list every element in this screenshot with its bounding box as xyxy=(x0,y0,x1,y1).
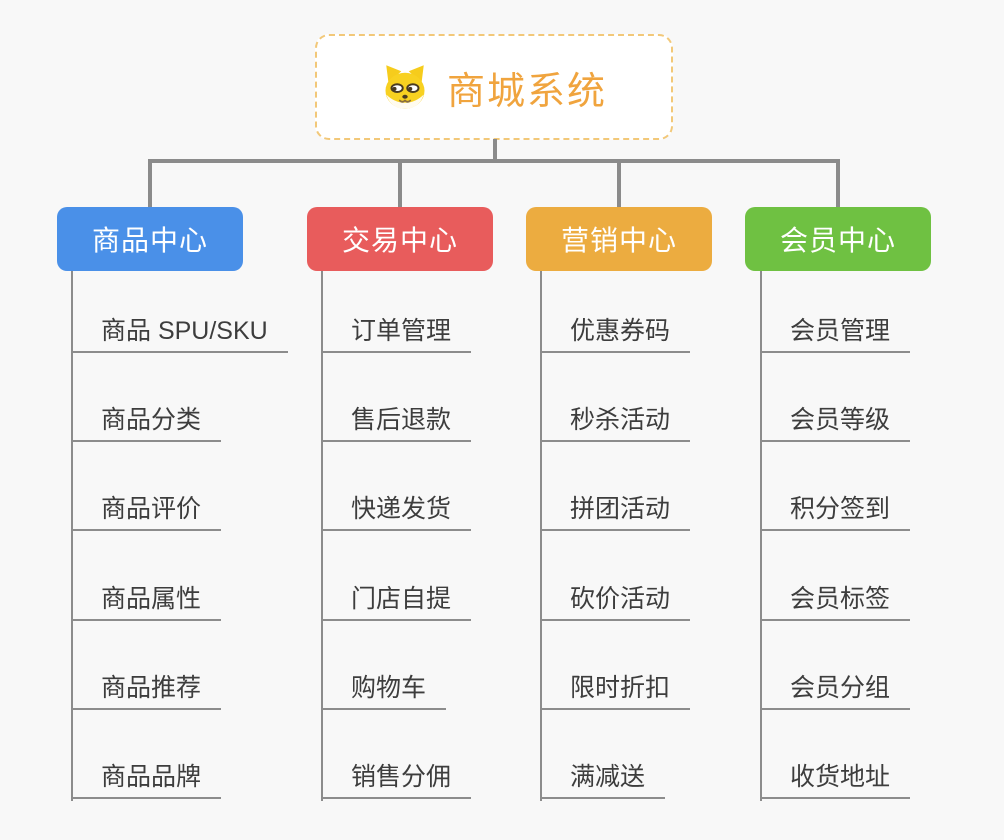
leaf-node[interactable]: 会员管理 xyxy=(760,311,911,353)
leaf-node[interactable]: 会员标签 xyxy=(760,579,911,621)
leaf-node[interactable]: 商品推荐 xyxy=(71,668,222,710)
leaf-node[interactable]: 商品品牌 xyxy=(71,757,222,799)
leaf-node[interactable]: 收货地址 xyxy=(760,757,911,799)
connector-drop-marketing xyxy=(617,159,621,208)
leaf-node[interactable]: 订单管理 xyxy=(321,311,472,353)
branch-node-member-center[interactable]: 会员中心 xyxy=(745,207,931,271)
branch-node-marketing-center[interactable]: 营销中心 xyxy=(526,207,712,271)
leaf-node[interactable]: 购物车 xyxy=(321,668,447,710)
connector-trunk-marketing xyxy=(540,271,542,801)
connector-root-trunk xyxy=(493,139,497,163)
leaf-node[interactable]: 售后退款 xyxy=(321,400,472,442)
leaf-node[interactable]: 拼团活动 xyxy=(540,489,691,531)
leaf-node[interactable]: 秒杀活动 xyxy=(540,400,691,442)
leaf-node[interactable]: 会员分组 xyxy=(760,668,911,710)
leaf-node[interactable]: 满减送 xyxy=(540,757,666,799)
leaf-node[interactable]: 会员等级 xyxy=(760,400,911,442)
root-node-label: 商城系统 xyxy=(446,70,607,113)
leaf-node[interactable]: 优惠券码 xyxy=(540,311,691,353)
leaf-node[interactable]: 商品分类 xyxy=(71,400,222,442)
leaf-node[interactable]: 快递发货 xyxy=(321,489,472,531)
connector-trunk-product xyxy=(71,271,73,801)
leaf-node[interactable]: 门店自提 xyxy=(321,579,472,621)
connector-trunk-trade xyxy=(321,271,323,801)
connector-bus xyxy=(148,159,840,163)
leaf-node[interactable]: 积分签到 xyxy=(760,489,911,531)
branch-node-trade-center[interactable]: 交易中心 xyxy=(307,207,493,271)
leaf-node[interactable]: 销售分佣 xyxy=(321,757,472,799)
connector-drop-trade xyxy=(398,159,402,208)
connector-trunk-member xyxy=(760,271,762,801)
leaf-node[interactable]: 商品 SPU/SKU xyxy=(71,311,288,353)
leaf-node[interactable]: 商品评价 xyxy=(71,489,222,531)
leaf-node[interactable]: 砍价活动 xyxy=(540,579,691,621)
root-node[interactable]: 商城系统 xyxy=(315,34,673,140)
leaf-node[interactable]: 商品属性 xyxy=(71,579,222,621)
leaf-node[interactable]: 限时折扣 xyxy=(540,668,691,710)
branch-node-product-center[interactable]: 商品中心 xyxy=(57,207,243,271)
dog-face-icon xyxy=(385,65,425,109)
connector-drop-member xyxy=(836,159,840,208)
connector-drop-product xyxy=(148,159,152,208)
